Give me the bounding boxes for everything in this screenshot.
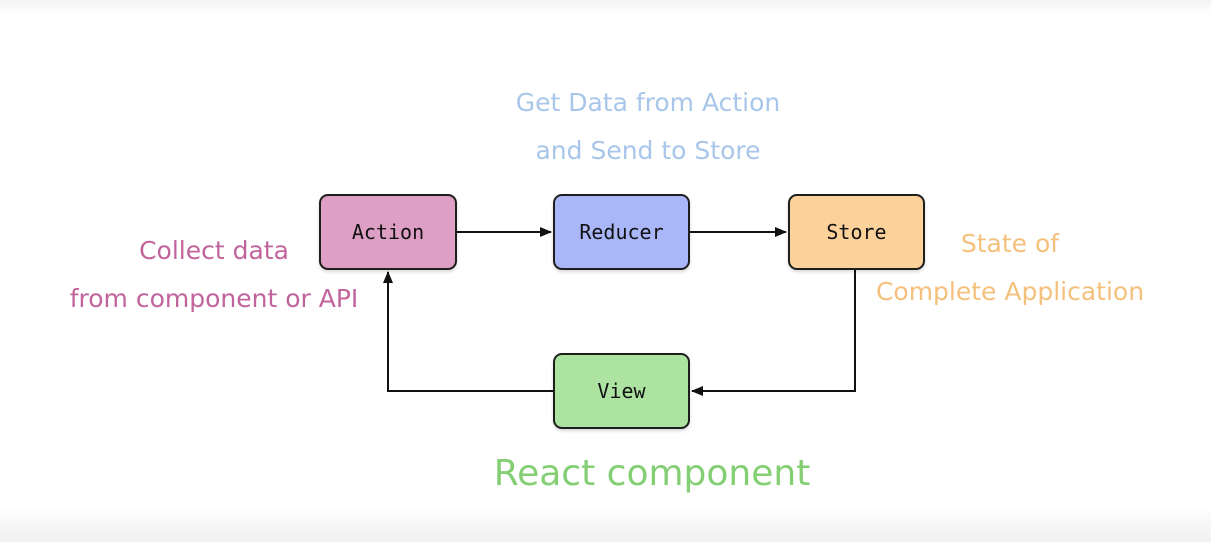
edge-store-to-view (691, 269, 856, 396)
store-annotation: State of Complete Application (862, 220, 1158, 316)
action-annotation-line-2: from component or API (69, 284, 359, 313)
view-node: View (553, 353, 690, 429)
reducer-node: Reducer (553, 194, 690, 270)
edge-view-to-action (383, 271, 553, 392)
reducer-annotation-line-1: Get Data from Action (515, 88, 781, 117)
store-node: Store (788, 194, 925, 270)
store-node-label: Store (826, 220, 887, 244)
view-node-label: View (597, 379, 646, 403)
reducer-annotation: Get Data from Action and Send to Store (498, 79, 798, 175)
reducer-annotation-line-2: and Send to Store (535, 136, 761, 165)
reducer-node-label: Reducer (579, 220, 664, 244)
view-annotation: React component (451, 448, 853, 500)
action-node-label: Action (351, 220, 425, 244)
action-annotation-line-1: Collect data (139, 236, 289, 265)
action-node: Action (319, 194, 457, 270)
view-annotation-line-1: React component (493, 453, 811, 494)
action-annotation: Collect data from component or API (44, 227, 384, 323)
store-annotation-line-2: Complete Application (875, 277, 1145, 306)
store-annotation-line-1: State of (960, 229, 1060, 258)
